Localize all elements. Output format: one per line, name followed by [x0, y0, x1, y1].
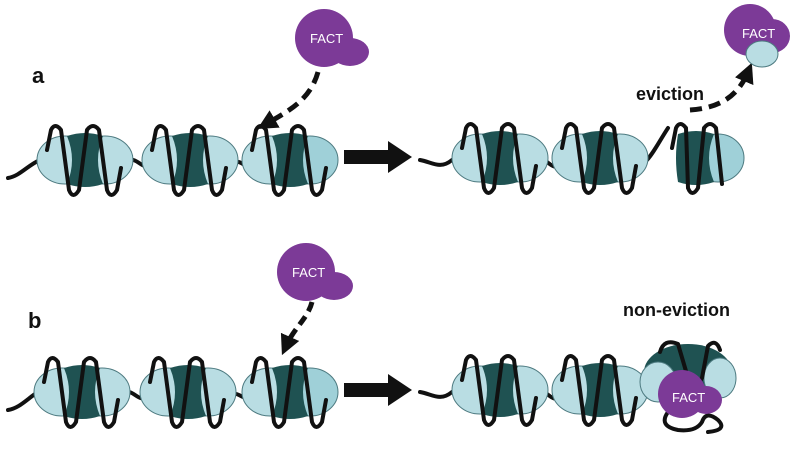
- panel-b: b: [6, 243, 737, 434]
- eviction-arrow: [689, 62, 754, 113]
- fact-lobe: [690, 386, 722, 414]
- dna-wrap: [148, 356, 226, 429]
- nucleosome: [139, 356, 237, 429]
- dna-wrap: [560, 354, 638, 427]
- fact-label: FACT: [292, 265, 325, 280]
- nucleosome: [451, 122, 549, 195]
- nucleosome: [33, 356, 131, 429]
- eviction-label: eviction: [636, 84, 704, 104]
- binding-arrow: [257, 71, 321, 130]
- nucleosome: [451, 354, 549, 427]
- h3-h4-core: [676, 131, 714, 185]
- nucleosome: [551, 354, 649, 427]
- fact-label: FACT: [672, 390, 705, 405]
- non-eviction-label: non-eviction: [623, 300, 730, 320]
- fact-complex: FACT: [277, 243, 353, 301]
- evicted-h2a-h2b-dimer: [745, 40, 779, 68]
- panel-a-before: FACT: [6, 9, 369, 197]
- fact-label: FACT: [742, 26, 775, 41]
- transition-arrow: [344, 141, 412, 173]
- dna-wrap: [150, 124, 228, 197]
- nucleosome: [551, 122, 649, 195]
- panel-a: a: [6, 4, 790, 197]
- fact-bound-nucleosome: FACT: [639, 340, 737, 434]
- hexasome: [670, 122, 745, 195]
- fact-complex: FACT: [295, 9, 369, 67]
- panel-a-label: a: [32, 63, 45, 88]
- dna-wrap: [250, 356, 328, 429]
- fact-complex-with-dimer: FACT: [724, 4, 790, 68]
- fact-lobe: [331, 38, 369, 66]
- nucleosome: [141, 124, 239, 197]
- fact-lobe: [315, 272, 353, 300]
- binding-arrow: [280, 301, 315, 356]
- dna-wrap: [560, 122, 638, 195]
- panel-b-before: FACT: [6, 243, 353, 429]
- panel-b-after: FACT non-eviction: [418, 300, 737, 434]
- nucleosome-target: [241, 124, 339, 197]
- fact-label: FACT: [310, 31, 343, 46]
- dna-wrap: [670, 122, 724, 195]
- nucleosome-target: [241, 356, 339, 429]
- dna-wrap: [45, 124, 123, 197]
- dna-wrap: [460, 354, 538, 427]
- dna-wrap: [42, 356, 120, 429]
- transition-arrow: [344, 374, 412, 406]
- dna-wrap: [460, 122, 538, 195]
- panel-b-label: b: [28, 308, 41, 333]
- panel-a-after: eviction FACT: [418, 4, 790, 195]
- nucleosome: [36, 124, 134, 197]
